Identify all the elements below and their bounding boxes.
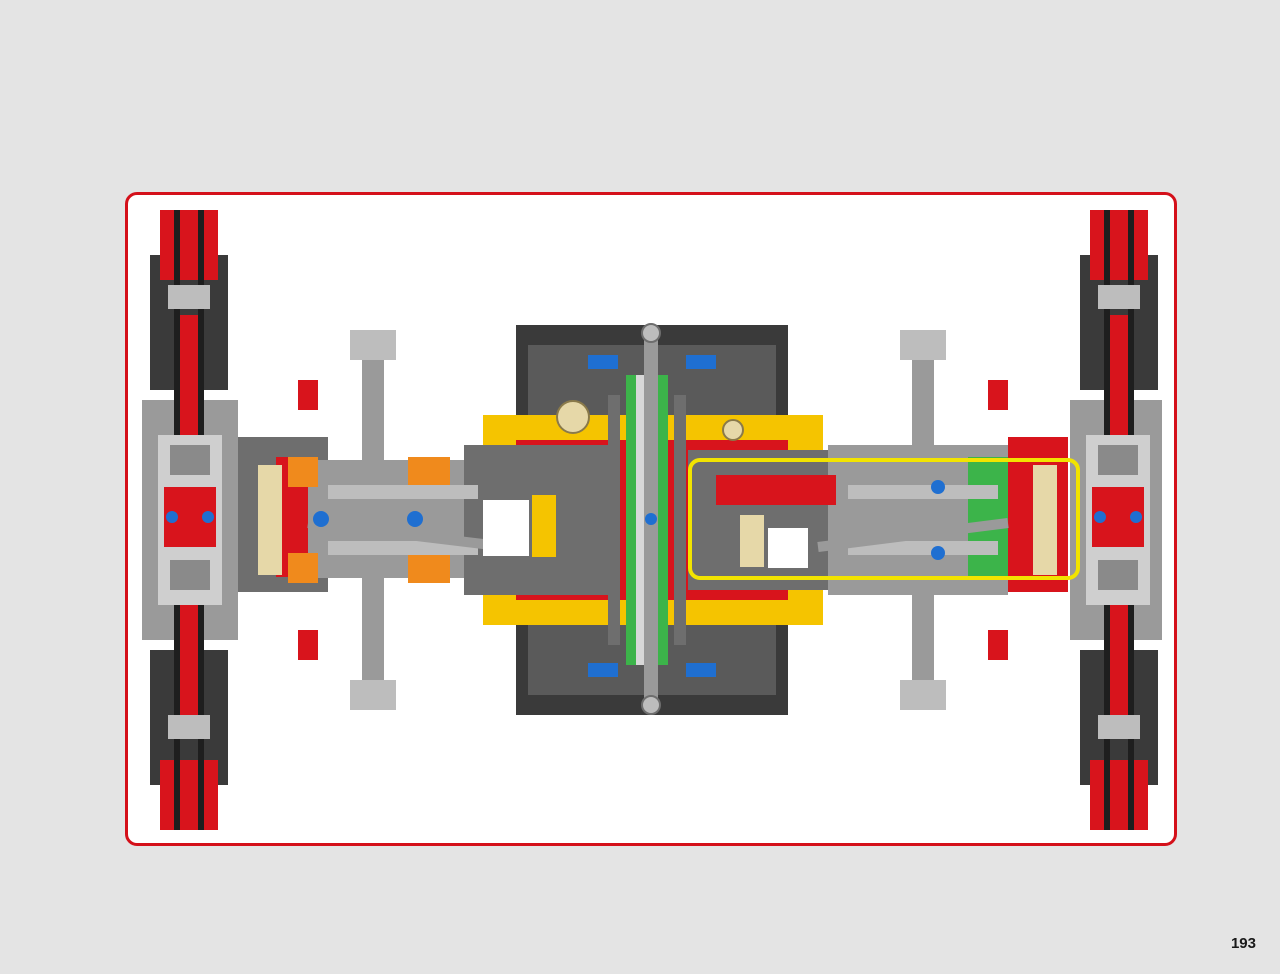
center-body bbox=[483, 323, 823, 715]
left-axle-assembly bbox=[238, 330, 619, 710]
step-panel bbox=[125, 192, 1177, 846]
left-track-assembly bbox=[142, 210, 238, 830]
right-track-assembly bbox=[1070, 210, 1162, 830]
callout-highlight bbox=[688, 458, 1080, 580]
right-axle-assembly bbox=[688, 330, 1068, 710]
page-number: 193 bbox=[1230, 935, 1256, 952]
chassis-illustration bbox=[142, 210, 1162, 830]
